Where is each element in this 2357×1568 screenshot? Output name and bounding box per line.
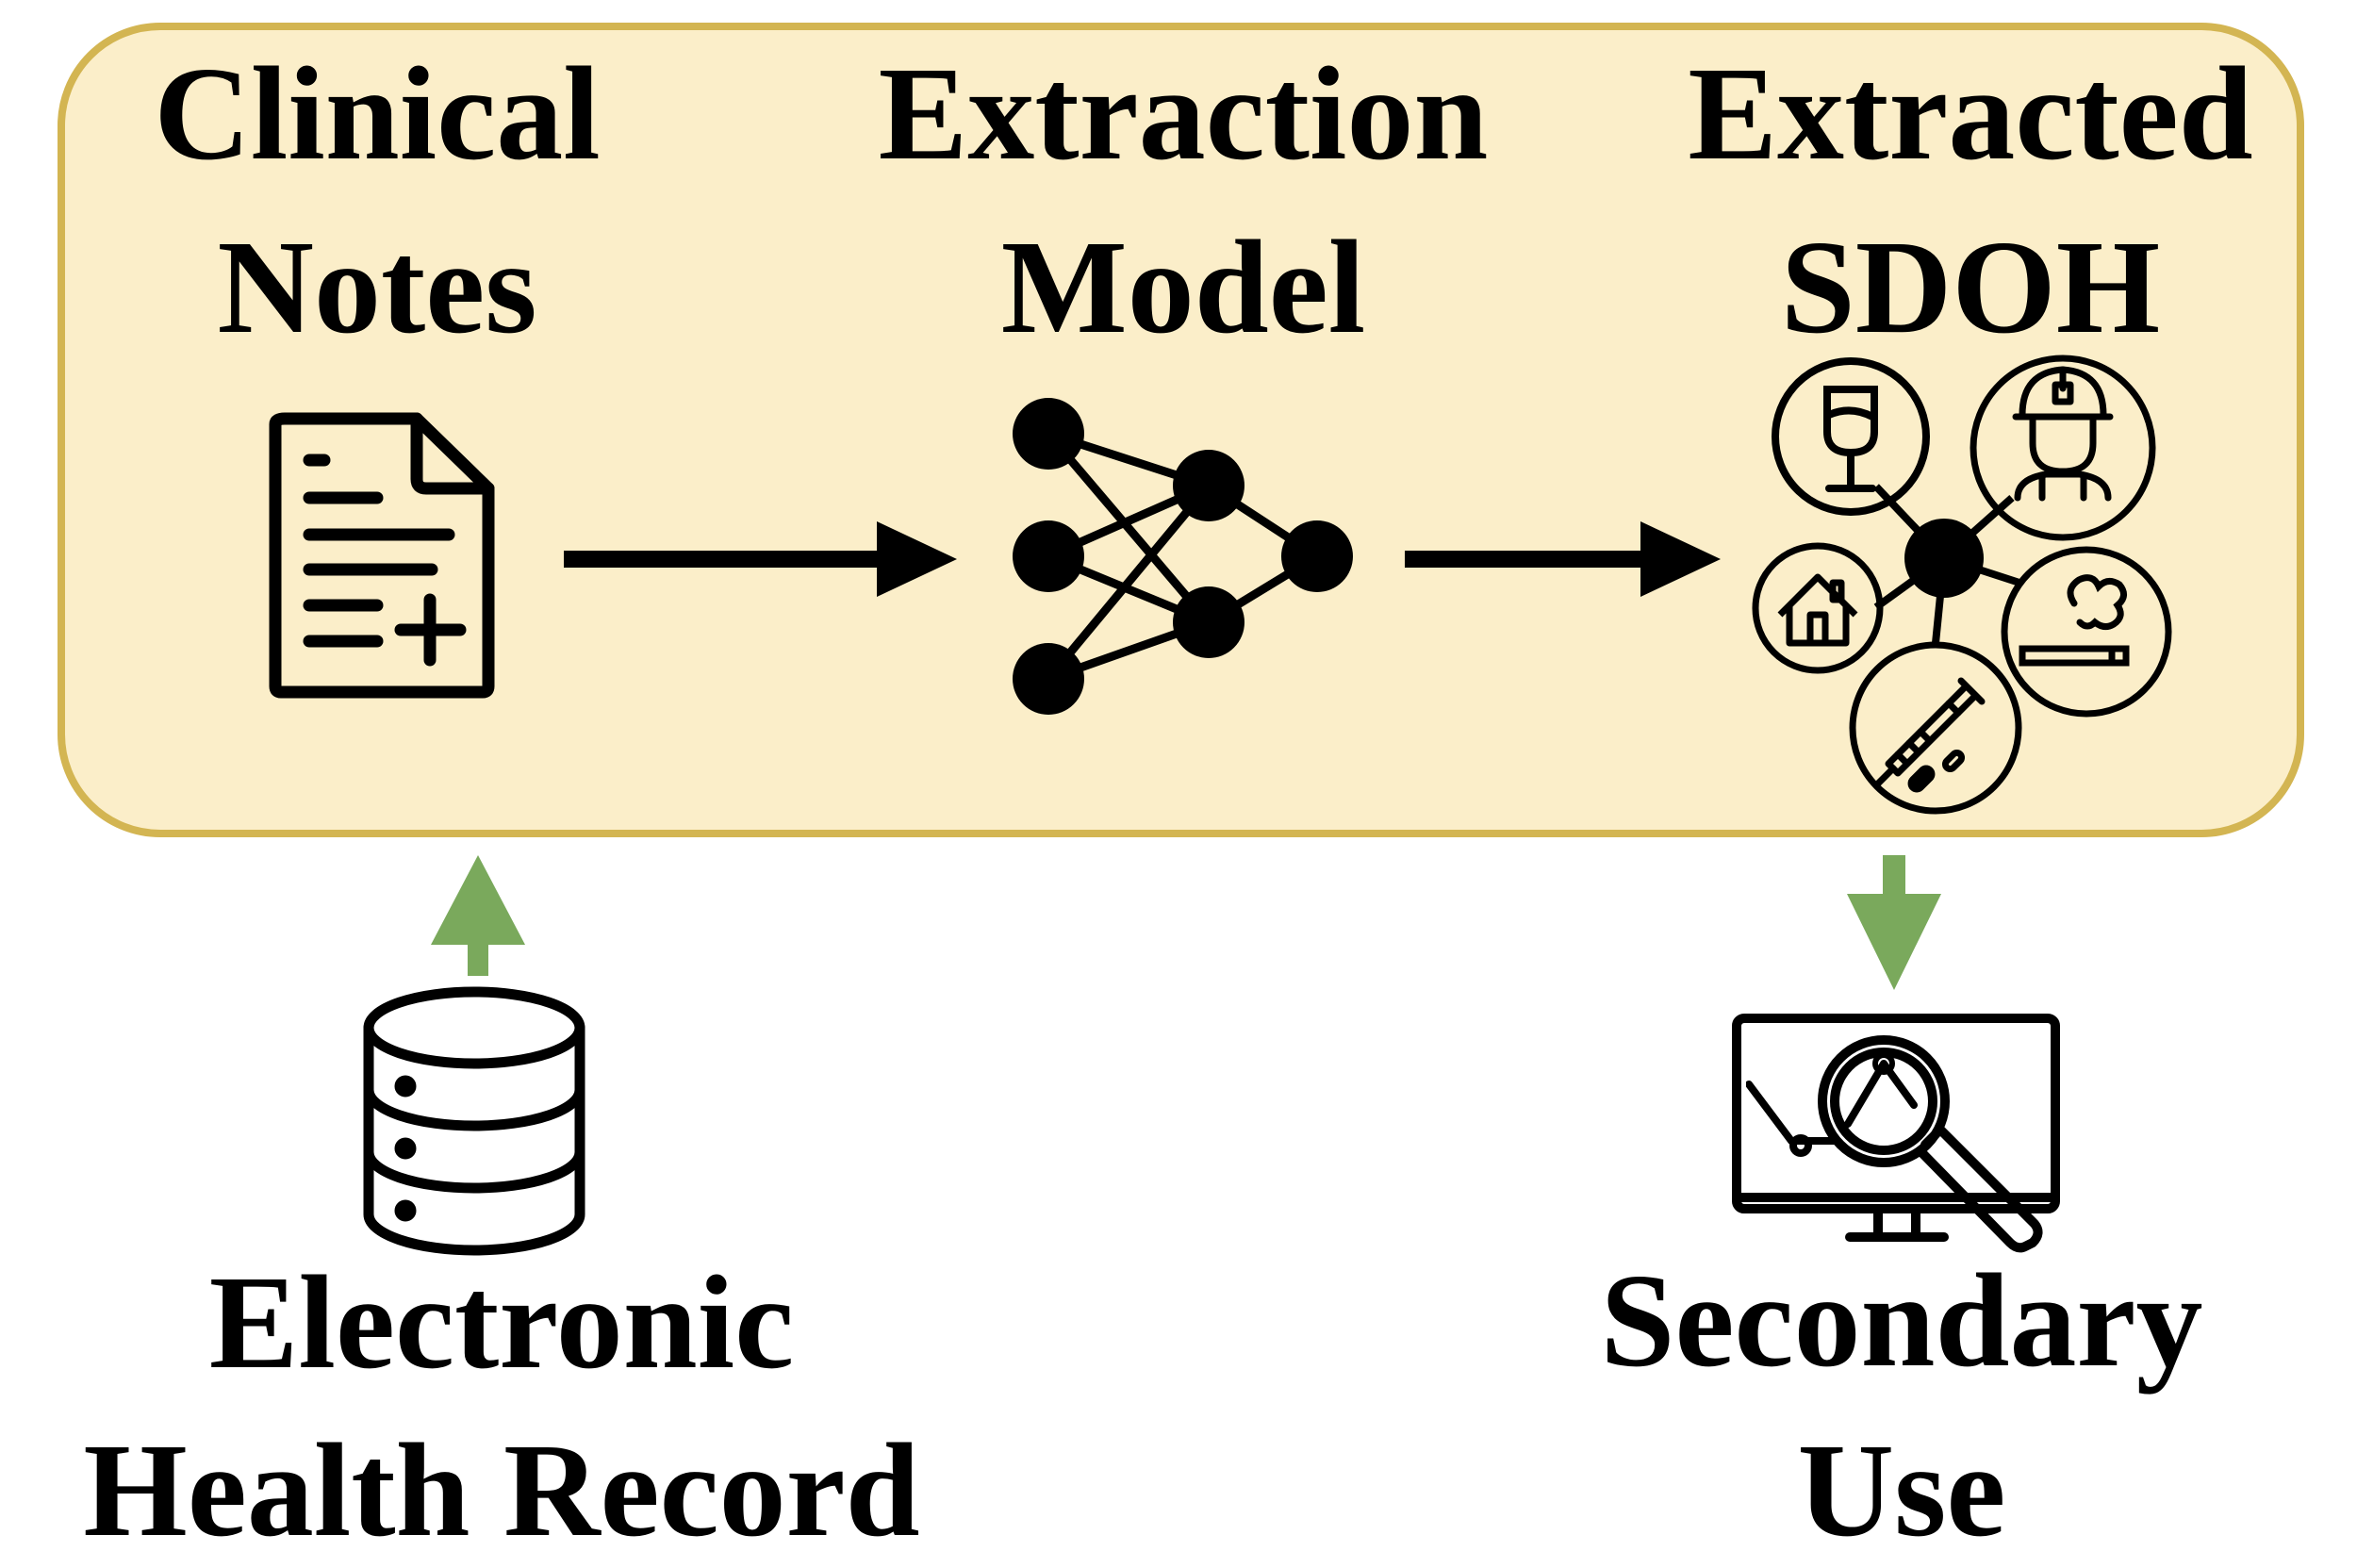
extracted-sdoh-title: Extracted SDOH	[1688, 39, 2252, 361]
extracted-sdoh-title-line1: Extracted	[1688, 39, 2252, 188]
arrow-sdoh-to-secondary-use	[1847, 855, 1941, 990]
sdoh-hub-icon	[1752, 355, 2172, 815]
house-icon	[1752, 542, 1884, 674]
arrow-ehr-to-notes	[431, 855, 525, 976]
extracted-sdoh-title-line2: SDOH	[1781, 212, 2160, 361]
clinical-notes-title-line1: Clinical	[154, 39, 600, 188]
syringe-drug-icon	[1849, 641, 2022, 815]
secondary-use-label: Secondary Use	[1601, 1246, 2203, 1564]
electronic-health-record-label: Electronic Health Record	[83, 1247, 919, 1564]
ehr-label-line1: Electronic	[209, 1247, 794, 1396]
pipeline-panel	[58, 23, 2304, 837]
secondary-use-label-line2: Use	[1798, 1415, 2006, 1564]
cigarette-icon	[2001, 546, 2172, 718]
extraction-model-title: Extraction Model	[879, 39, 1489, 361]
extraction-model-title-line1: Extraction	[879, 39, 1489, 188]
database-icon	[363, 986, 585, 1256]
secondary-use-label-line1: Secondary	[1601, 1246, 2203, 1395]
extraction-model-title-line2: Model	[1001, 212, 1365, 361]
alcohol-glass-icon	[1772, 357, 1930, 516]
ehr-label-line2: Health Record	[83, 1415, 919, 1564]
medical-document-icon	[269, 412, 495, 699]
monitor-magnifier-icon	[1732, 1014, 2060, 1253]
clinical-notes-title: Clinical Notes	[154, 39, 600, 361]
arrow-notes-to-model	[564, 521, 957, 597]
neural-network-icon	[1013, 398, 1353, 715]
arrow-model-to-sdoh	[1405, 521, 1721, 597]
worker-helmet-icon	[1970, 355, 2156, 541]
clinical-notes-title-line2: Notes	[217, 212, 536, 361]
